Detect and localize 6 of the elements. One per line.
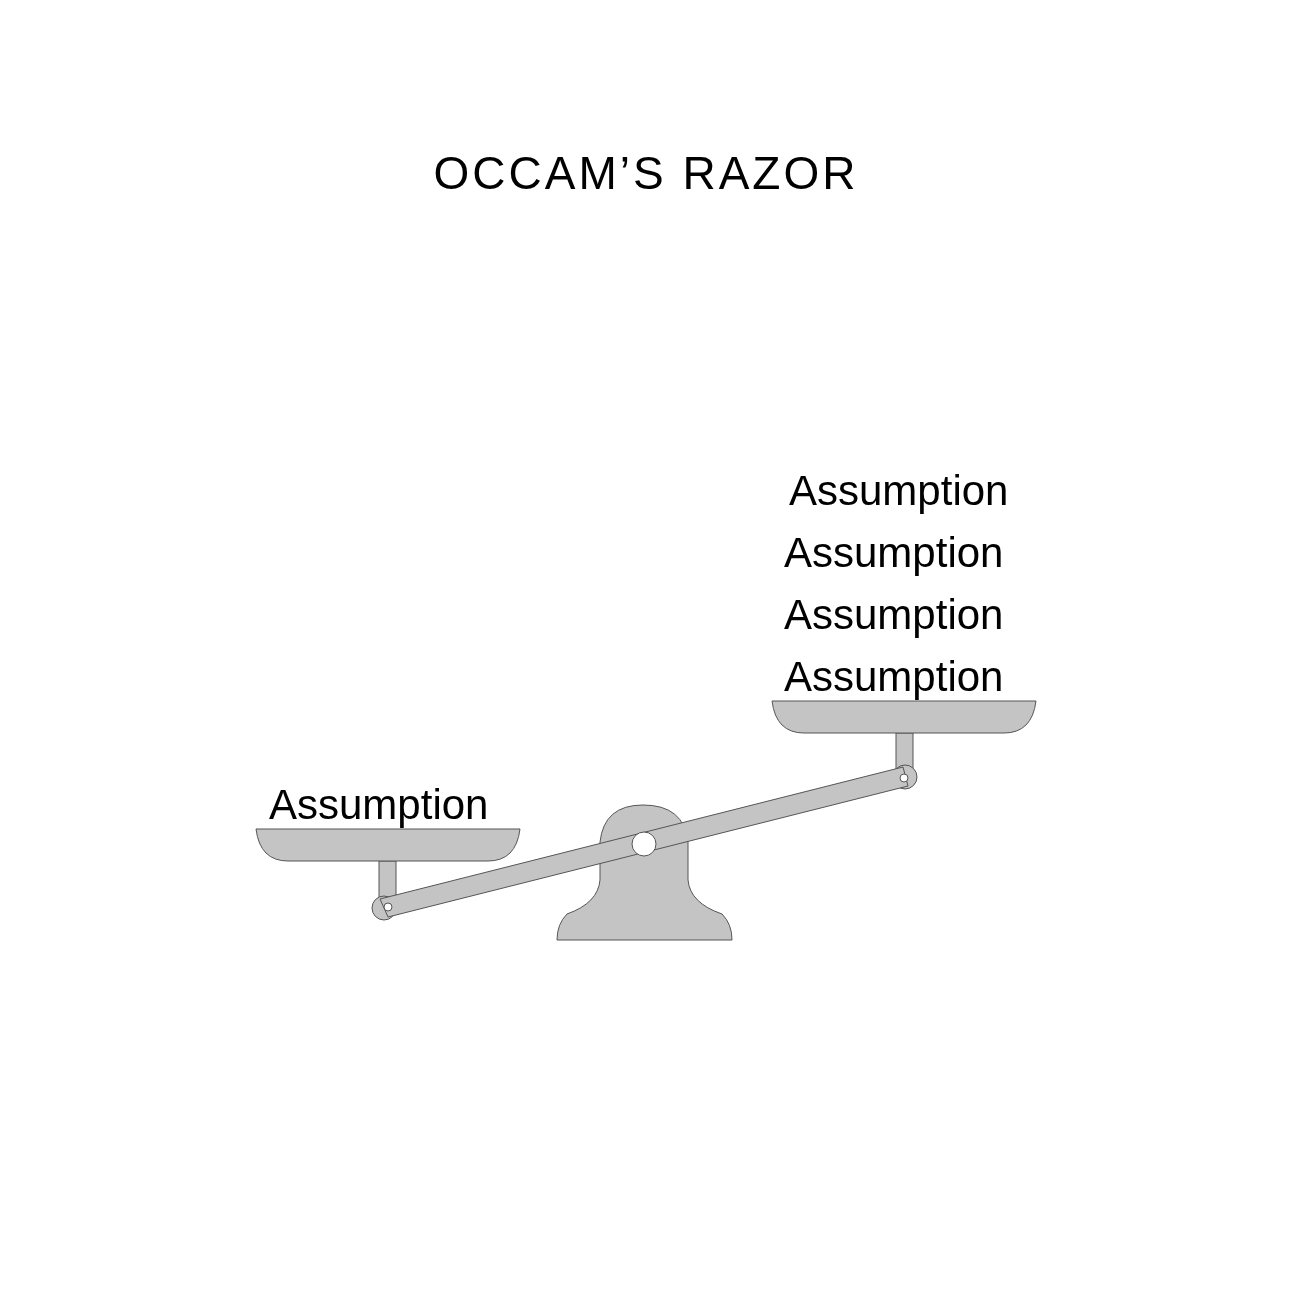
weight-label: Assumption xyxy=(784,532,1004,574)
weight-label: Assumption xyxy=(784,594,1004,636)
weight-label: Assumption xyxy=(789,470,1009,512)
title: OCCAM’S RAZOR xyxy=(432,150,860,196)
weight-label: Assumption xyxy=(269,784,489,826)
weight-label: Assumption xyxy=(784,656,1004,698)
